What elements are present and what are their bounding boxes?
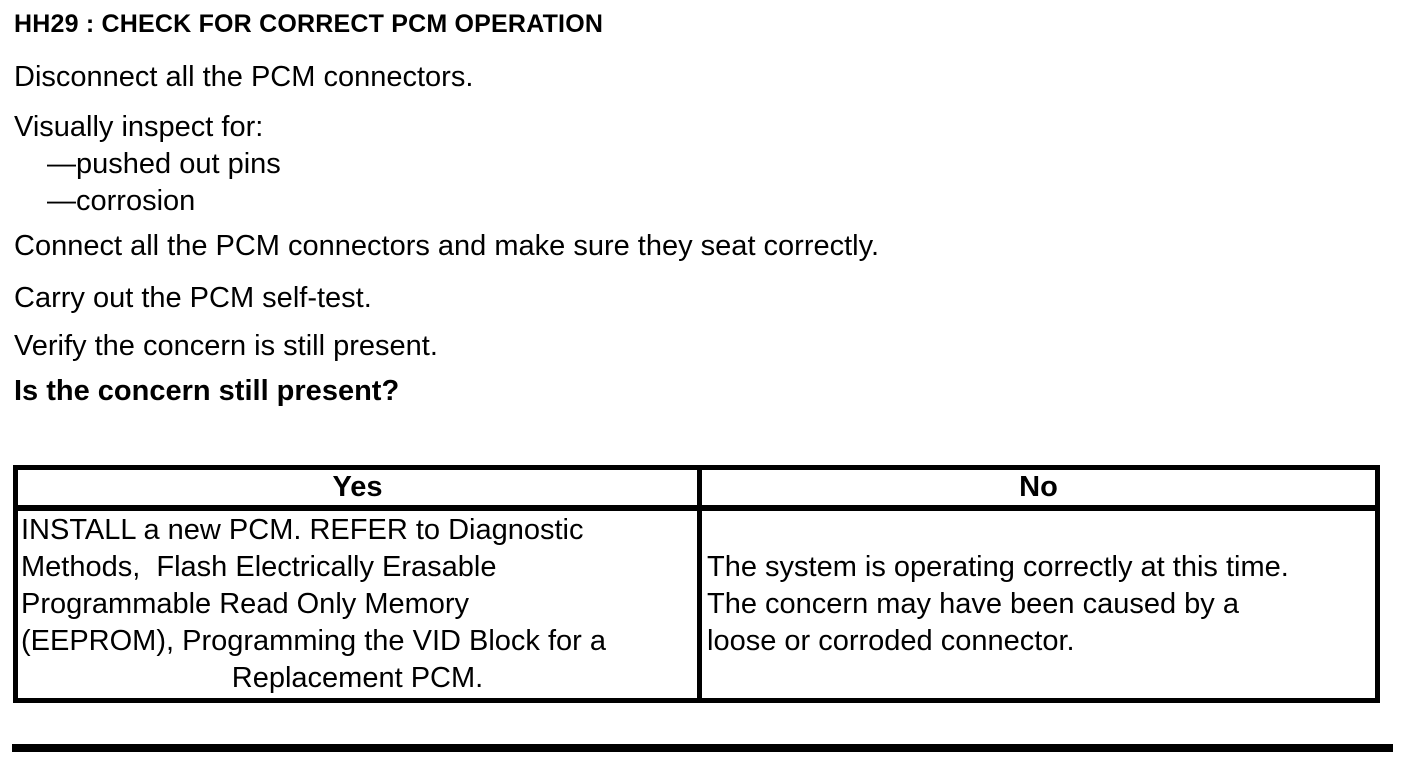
no-cell-line: loose or corroded connector. bbox=[707, 625, 1075, 657]
yes-result-cell: INSTALL a new PCM. REFER to Diagnostic M… bbox=[18, 511, 702, 698]
results-table-header-row: Yes No bbox=[18, 470, 1375, 511]
yes-cell-line: Replacement PCM. bbox=[231, 662, 484, 694]
inspect-list: —pushed out pins —corrosion bbox=[14, 148, 1408, 218]
yes-no-results-table: Yes No INSTALL a new PCM. REFER to Diagn… bbox=[13, 465, 1380, 703]
step-visually-inspect: Visually inspect for: bbox=[14, 111, 264, 143]
inspect-item-corrosion: —corrosion bbox=[47, 185, 196, 217]
yes-cell-line: Programmable Read Only Memory bbox=[21, 588, 470, 620]
inspect-item-pushed-out-pins: —pushed out pins bbox=[47, 148, 281, 180]
step-disconnect-connectors: Disconnect all the PCM connectors. bbox=[14, 61, 474, 93]
no-result-cell: The system is operating correctly at thi… bbox=[702, 511, 1375, 698]
results-table-body-row: INSTALL a new PCM. REFER to Diagnostic M… bbox=[18, 511, 1375, 698]
no-cell-line: The system is operating correctly at thi… bbox=[707, 551, 1289, 583]
pinpoint-test-heading: HH29 : CHECK FOR CORRECT PCM OPERATION bbox=[14, 10, 604, 38]
step-verify-concern: Verify the concern is still present. bbox=[14, 330, 438, 362]
step-carry-out-selftest: Carry out the PCM self-test. bbox=[14, 282, 372, 314]
decision-question: Is the concern still present? bbox=[14, 375, 400, 407]
results-table-header-no: No bbox=[1019, 471, 1058, 503]
results-table-header-yes: Yes bbox=[18, 470, 702, 505]
page-bottom-divider bbox=[12, 744, 1393, 752]
step-connect-connectors: Connect all the PCM connectors and make … bbox=[14, 230, 880, 262]
yes-cell-line: (EEPROM), Programming the VID Block for … bbox=[21, 625, 606, 657]
yes-cell-line: INSTALL a new PCM. REFER to Diagnostic bbox=[21, 514, 584, 546]
no-cell-line: The concern may have been caused by a bbox=[707, 588, 1239, 620]
yes-cell-line: Methods, Flash Electrically Erasable bbox=[21, 551, 497, 583]
